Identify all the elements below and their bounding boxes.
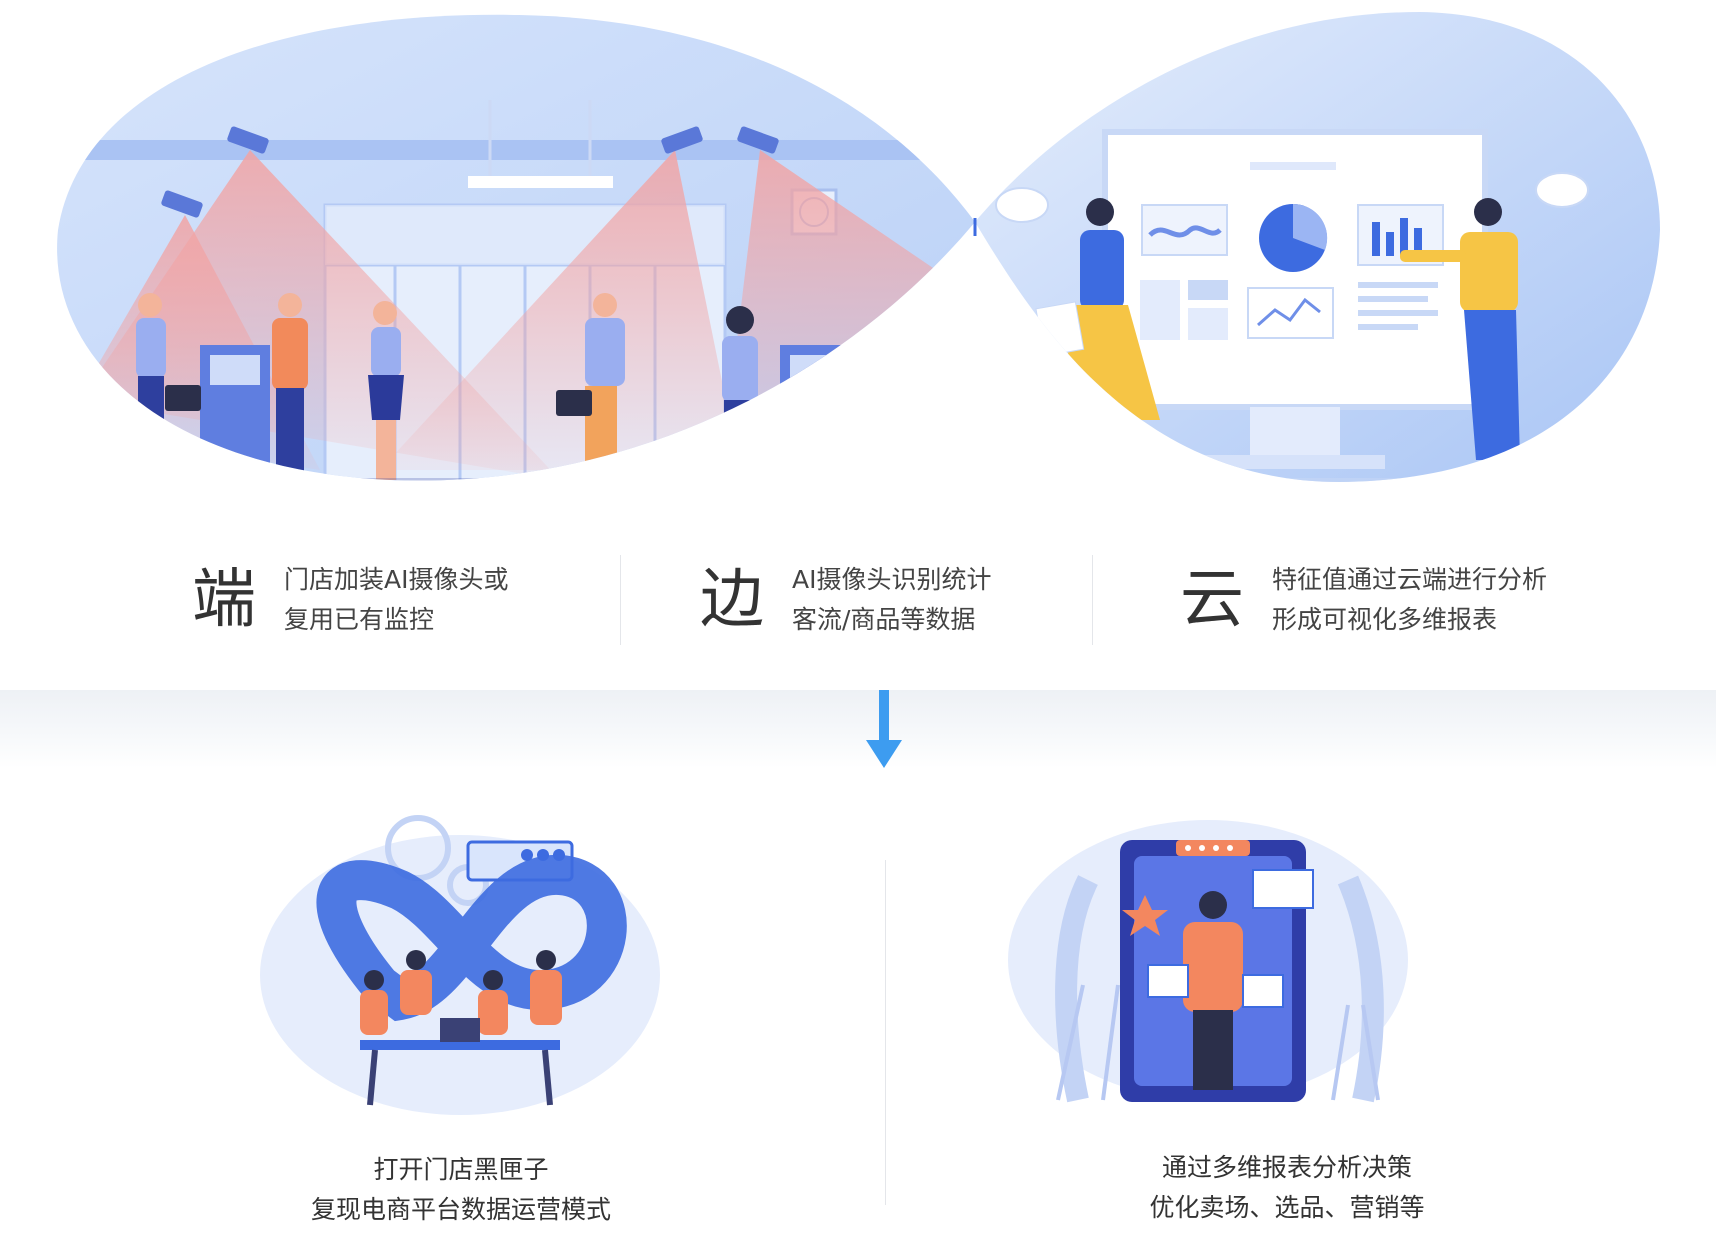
- feature-title: 云: [1180, 563, 1244, 637]
- person-3: [368, 301, 404, 480]
- feature-edge: 边 AI摄像头识别统计 客流/商品等数据: [700, 545, 991, 655]
- benefit-decision: 通过多维报表分析决策 优化卖场、选品、营销等: [858, 800, 1716, 1240]
- divider: [620, 555, 621, 645]
- star-icon: [1185, 845, 1233, 851]
- feature-desc: 门店加装AI摄像头或 复用已有监控: [284, 560, 508, 640]
- caption-line2: 优化卖场、选品、营销等: [1149, 1193, 1425, 1222]
- feature-line1: 特征值通过云端进行分析: [1272, 565, 1548, 594]
- divider: [885, 860, 886, 1205]
- transition-band: [0, 690, 1716, 768]
- feature-desc: AI摄像头识别统计 客流/商品等数据: [792, 560, 991, 640]
- feature-desc: 特征值通过云端进行分析 形成可视化多维报表: [1272, 560, 1547, 640]
- person-2: [272, 293, 308, 480]
- divider: [1092, 555, 1093, 645]
- chat-bubble-icon: [995, 172, 1589, 223]
- feature-device: 端 门店加装AI摄像头或 复用已有监控: [192, 545, 508, 655]
- feature-line2: 复用已有监控: [284, 605, 435, 634]
- caption-line1: 通过多维报表分析决策: [1161, 1153, 1412, 1182]
- feature-line2: 客流/商品等数据: [792, 605, 976, 634]
- presenter-man: [1400, 198, 1520, 460]
- caption-line1: 打开门店黑匣子: [373, 1155, 549, 1184]
- feature-title: 边: [700, 563, 764, 637]
- camera-icon: [161, 126, 779, 218]
- feature-title: 端: [192, 563, 256, 637]
- team-infinity-illustration: [260, 815, 660, 1115]
- infinity-illustration: [57, 12, 1660, 482]
- down-arrow-icon: [866, 690, 902, 768]
- caption-line2: 复现电商平台数据运营模式: [310, 1195, 611, 1224]
- person-4: [556, 293, 625, 476]
- feature-cloud: 云 特征值通过云端进行分析 形成可视化多维报表: [1180, 545, 1547, 655]
- benefit-caption: 通过多维报表分析决策 优化卖场、选品、营销等: [858, 1148, 1716, 1228]
- feature-line1: AI摄像头识别统计: [792, 565, 992, 594]
- report-hero-illustration: [1008, 820, 1408, 1103]
- benefit-blackbox: 打开门店黑匣子 复现电商平台数据运营模式: [0, 800, 858, 1240]
- hero-illustration: [0, 0, 1716, 505]
- feature-line1: 门店加装AI摄像头或: [284, 565, 509, 594]
- team-member: [360, 970, 562, 1035]
- feature-line2: 形成可视化多维报表: [1272, 605, 1498, 634]
- feature-row: 端 门店加装AI摄像头或 复用已有监控 边 AI摄像头识别统计 客流/商品等数据…: [0, 545, 1716, 655]
- benefit-caption: 打开门店黑匣子 复现电商平台数据运营模式: [32, 1150, 890, 1230]
